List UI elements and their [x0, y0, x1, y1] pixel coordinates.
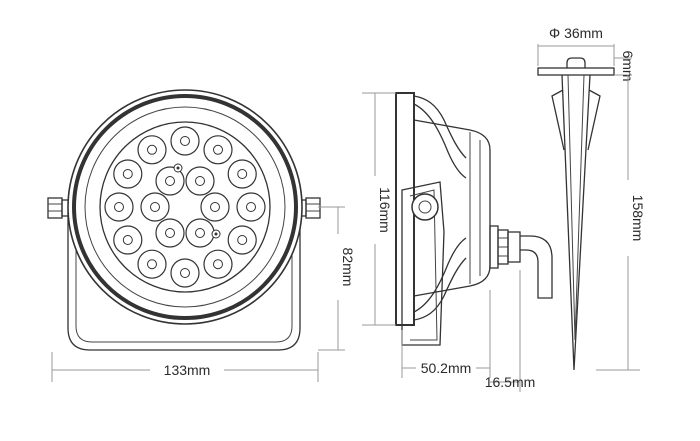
front-width-dimension: 133mm [51, 352, 319, 382]
led-chip [147, 259, 157, 270]
side-bezel [395, 92, 415, 326]
spike-diameter-label: Φ 36mm [549, 25, 603, 41]
side-bracket [401, 181, 445, 346]
front-bracket [67, 212, 301, 351]
side-body [413, 119, 491, 297]
depth-side-label: 50.2mm [421, 360, 472, 376]
led-chip [165, 176, 175, 186]
cable-gland [489, 225, 521, 269]
spike-right-fin [587, 89, 601, 151]
led-chip [180, 268, 190, 278]
led-chip [114, 202, 124, 212]
ground-spike [537, 57, 615, 371]
height-front-label: 82mm [340, 248, 356, 287]
led-chip [195, 176, 205, 186]
spike-top-dimension: 6mm [614, 50, 636, 82]
front-left-bolt [47, 197, 71, 219]
led-chip [165, 228, 175, 238]
side-depth-dimension: 50.2mm [401, 290, 491, 378]
front-view [47, 89, 321, 351]
width-front-label: 133mm [164, 362, 211, 378]
pivot-knob [411, 193, 439, 221]
led-chip [180, 136, 190, 146]
led-chip [210, 202, 220, 212]
spike-height-dimension: 158mm [596, 75, 646, 371]
height-side-label: 116mm [377, 187, 393, 233]
led-chip [246, 202, 256, 212]
led-chip [122, 235, 133, 245]
gland-side-label: 16.5mm [485, 374, 536, 390]
front-lens-plate [99, 121, 271, 293]
led-array [104, 126, 266, 288]
spike-top-label: 6mm [620, 50, 636, 81]
led-chip [237, 169, 248, 179]
led-chip [237, 235, 248, 245]
led-chip [213, 259, 223, 270]
sensor-dot-center [214, 232, 218, 236]
led-chip [195, 228, 205, 238]
led-chip [122, 169, 133, 179]
led-chip [150, 202, 160, 212]
side-height-dimension: 116mm [362, 92, 396, 326]
spike-body [561, 74, 591, 371]
cable [520, 235, 553, 299]
gland-dimension: 16.5mm [485, 270, 536, 392]
led-chip [147, 144, 157, 155]
spike-cap [537, 67, 615, 76]
front-height-dimension: 82mm [318, 206, 356, 351]
side-view [395, 92, 553, 346]
spike-diameter-dimension: Φ 36mm [537, 25, 615, 66]
sensor-dot-center [176, 166, 180, 170]
spike-height-label: 158mm [630, 195, 646, 242]
led-chip [213, 144, 223, 155]
spike-left-fin [551, 89, 565, 151]
